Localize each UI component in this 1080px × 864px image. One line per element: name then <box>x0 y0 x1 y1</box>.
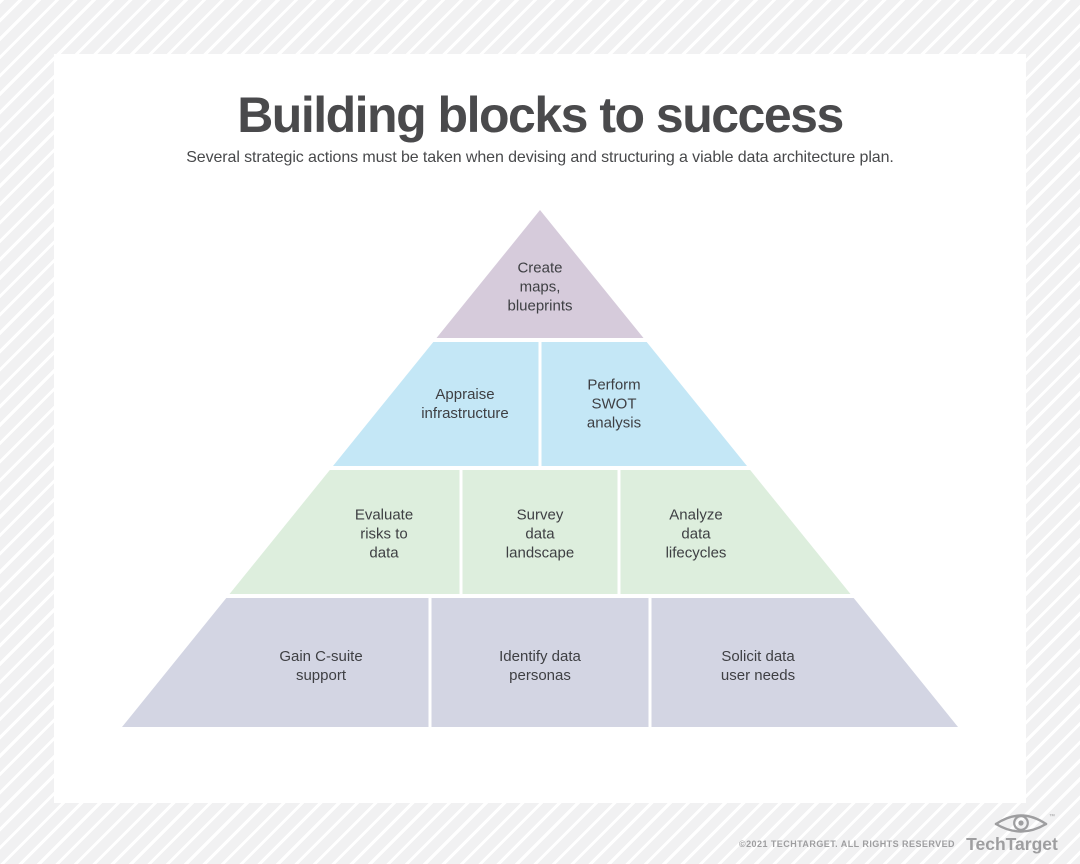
cell-create-maps-blueprints: Create maps, blueprints <box>507 259 573 315</box>
techtarget-logo: ™ TechTarget <box>966 813 1058 854</box>
page-title: Building blocks to success <box>237 87 844 143</box>
copyright-text: ©2021 TECHTARGET. ALL RIGHTS RESERVED <box>739 839 955 849</box>
cell-perform-swot-analysis: Perform SWOT analysis <box>586 376 642 432</box>
cell-survey-data-landscape: Survey data landscape <box>505 506 575 562</box>
cell-gain-c-suite-support: Gain C-suite support <box>279 648 363 684</box>
cell-appraise-infrastructure: Appraise infrastructure <box>421 386 509 422</box>
cell-solicit-data-user-needs: Solicit data user needs <box>720 648 796 684</box>
techtarget-wordmark: TechTarget <box>966 834 1058 854</box>
cell-analyze-data-lifecycles: Analyze data lifecycles <box>665 506 727 562</box>
cell-identify-data-personas: Identify data personas <box>499 648 581 684</box>
trademark-mark: ™ <box>1049 813 1055 820</box>
footer: ©2021 TECHTARGET. ALL RIGHTS RESERVED ™ … <box>739 812 1064 854</box>
cell-evaluate-risks-to-data: Evaluate risks to data <box>354 506 414 562</box>
page-subtitle: Several strategic actions must be taken … <box>186 149 894 166</box>
techtarget-eye-icon: ™ <box>994 813 1055 833</box>
pyramid-tier-3 <box>229 470 851 594</box>
pyramid-tier-1 <box>436 210 644 338</box>
pyramid-tier-4 <box>122 598 958 727</box>
